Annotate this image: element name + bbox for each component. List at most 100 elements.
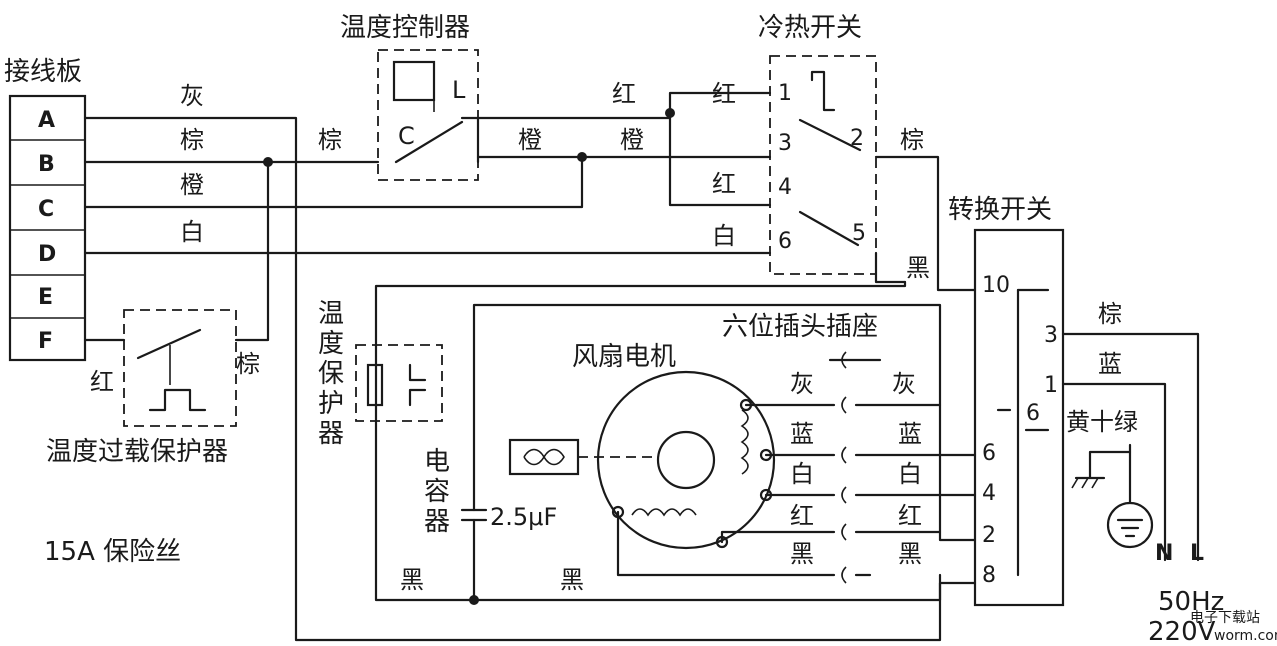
protector-contact [136, 328, 202, 360]
pin-label-white-l: 白 [790, 460, 814, 488]
thermostat-contact-l: L [452, 76, 466, 104]
sel-terminal-3: 3 [1044, 323, 1058, 348]
cool-heat-switch: 冷热开关 1 2 3 4 5 6 棕 黑 [758, 13, 977, 292]
thermostat: 温度控制器 L C 橙 橙 红 红 红 白 [340, 13, 772, 250]
chs-terminal-1: 1 [778, 81, 792, 106]
wire-black-chs [874, 251, 907, 284]
sel-terminal-6a: 6 [1026, 401, 1040, 426]
wire-red-4 [668, 111, 772, 207]
thermostat-switch-blade [394, 120, 464, 164]
wire-label-orange-1: 橙 [518, 126, 542, 154]
wire-label-black-chs: 黑 [906, 254, 930, 282]
chs-terminal-2: 2 [850, 126, 864, 151]
thermal-protector-title-4: 护 [318, 389, 344, 419]
wire-brown-live [1061, 332, 1200, 562]
terminal-row-b: B [38, 152, 55, 177]
sel-terminal-1: 1 [1044, 373, 1058, 398]
wire-label-yellow-green: 黄十绿 [1066, 408, 1138, 436]
wire-label-black-loop-2: 黑 [560, 566, 584, 594]
wire-label-brown-thermostat: 棕 [318, 126, 342, 154]
pin-black [616, 510, 872, 577]
sel-terminal-4: 4 [982, 481, 996, 506]
watermark: 电子下载站 worm.com [1190, 610, 1277, 644]
terminal-row-c: C [38, 197, 54, 222]
wire-gray-a [83, 116, 977, 642]
wire-label-black-loop-1: 黑 [400, 566, 424, 594]
wire-red-thermostat [476, 91, 772, 120]
pin-label-gray-r: 灰 [892, 370, 916, 398]
wire-brown-chs [874, 155, 977, 292]
pin-label-gray-l: 灰 [790, 370, 814, 398]
wire-label-brown-b: 棕 [180, 126, 204, 154]
wire-blue-neutral [1061, 382, 1167, 562]
overload-protector: 温度过载保护器 [46, 309, 237, 467]
terminal-row-d: D [38, 242, 56, 267]
mains-voltage: 220V [1148, 617, 1216, 646]
motor-rotor [656, 430, 716, 490]
chs-terminal-4: 4 [778, 175, 792, 200]
sel-terminal-8: 8 [982, 563, 996, 588]
terminal-wires: 灰 棕 棕 橙 白 棕 红 [83, 82, 977, 642]
terminal-row-f: F [38, 329, 53, 354]
thermal-protector-element [366, 363, 384, 407]
capacitor-title-1: 电 [424, 447, 450, 477]
thermal-protector-title-3: 保 [318, 359, 344, 389]
wire-label-brown-chs: 棕 [900, 126, 924, 154]
pin-label-blue-l: 蓝 [790, 420, 814, 448]
pin-label-red-r: 红 [898, 502, 922, 530]
wire-brown-protector [234, 160, 270, 342]
pin-label-red-l: 红 [790, 502, 814, 530]
wire-label-red-1: 红 [612, 80, 636, 108]
capacitor-value: 2.5μF [490, 503, 557, 531]
chassis-ground [1074, 450, 1132, 480]
wire-black-loop [374, 280, 942, 602]
thermostat-contact-c: C [398, 122, 415, 150]
thermal-protector-title-1: 温 [318, 299, 344, 329]
thermal-protector-title-2: 度 [318, 329, 344, 359]
wire-label-brown-protector: 棕 [236, 350, 260, 378]
wire-label-blue-neutral: 蓝 [1098, 350, 1122, 378]
wire-label-orange-2: 橙 [620, 126, 644, 154]
thermal-protector: 温 度 保 护 器 黑 黑 [318, 280, 942, 605]
terminal-board-title: 接线板 [4, 57, 82, 87]
thermostat-title: 温度控制器 [340, 13, 470, 43]
capacitor-title-3: 器 [424, 507, 450, 537]
fuse-label: 15A 保险丝 [44, 537, 181, 567]
thermal-protector-title-5: 器 [318, 419, 344, 449]
chs-terminal-5: 5 [852, 221, 866, 246]
overload-protector-title: 温度过载保护器 [46, 437, 228, 467]
pin-label-black-r: 黑 [898, 540, 922, 568]
fan-motor: 风扇电机 [508, 342, 776, 550]
selector-switch-title: 转换开关 [948, 195, 1052, 225]
six-pin-socket-title: 六位插头插座 [722, 312, 878, 342]
terminal-row-a: A [38, 108, 55, 133]
mains-live: L [1190, 541, 1204, 566]
ground-symbol [1106, 501, 1154, 549]
sel-terminal-10: 10 [982, 273, 1010, 298]
six-pin-socket: 六位插头插座 灰 灰 蓝 蓝 白 白 红 红 黑 黑 [616, 312, 977, 584]
wire-orange-c [83, 155, 584, 209]
wire-label-red-protector: 红 [90, 368, 114, 396]
terminal-board: 接线板 A B C D E F [4, 57, 87, 362]
pin-label-white-r: 白 [898, 460, 922, 488]
pin-label-black-l: 黑 [790, 540, 814, 568]
motor-stator [596, 370, 776, 550]
capacitor-title-2: 容 [424, 477, 450, 507]
watermark-text: 电子下载站 [1190, 610, 1260, 626]
wire-label-brown-live: 棕 [1098, 300, 1122, 328]
terminal-row-e: E [38, 285, 53, 310]
selector-switch: 转换开关 10 6 6 4 2 8 3 1 棕 蓝 黄十绿 N L 50Hz 2… [948, 195, 1224, 646]
watermark-url: worm.com [1214, 628, 1277, 644]
fan-motor-title: 风扇电机 [572, 342, 676, 372]
pin-label-blue-r: 蓝 [898, 420, 922, 448]
wire-label-orange-c: 橙 [180, 171, 204, 199]
wire-label-red-3: 红 [712, 170, 736, 198]
chs-terminal-3: 3 [778, 131, 792, 156]
cool-heat-switch-title: 冷热开关 [758, 13, 862, 43]
mains-neutral: N [1155, 541, 1173, 566]
thermostat-bulb [392, 60, 436, 102]
capacitor: 电 容 器 2.5μF [424, 303, 977, 602]
mains-frequency: 50Hz [1158, 587, 1224, 617]
chs-terminal-6: 6 [778, 229, 792, 254]
